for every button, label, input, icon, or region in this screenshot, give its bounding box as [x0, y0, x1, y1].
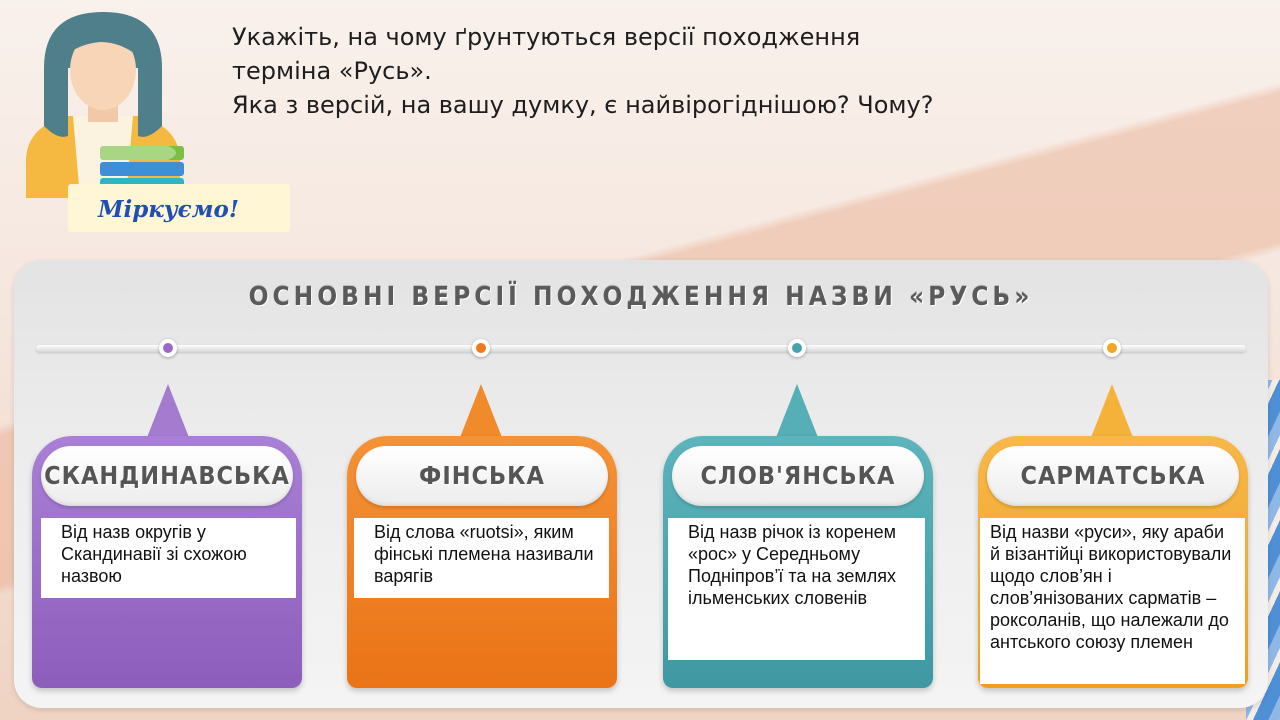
version-title-sarmatian: САРМАТСЬКА [1020, 461, 1206, 490]
pill-scandinavian [41, 446, 293, 506]
infographic-title: ОСНОВНІ ВЕРСІЇ ПОХОДЖЕННЯ НАЗВИ «РУСЬ» [248, 282, 1034, 312]
pill-sarmatian [987, 446, 1239, 506]
pill-slavic [672, 446, 924, 506]
version-text-scandinavian: Від назв округів у Скандинавії зі схожою… [41, 518, 296, 598]
question-line-1: Укажіть, на чому ґрунтуються версії похо… [232, 23, 861, 51]
version-text-sarmatian: Від назви «руси», яку араби й візантійці… [980, 518, 1245, 684]
question-text: Укажіть, на чому ґрунтуються версії похо… [232, 20, 1052, 122]
pill-finnish [356, 446, 608, 506]
version-title-slavic: СЛОВ'ЯНСЬКА [700, 461, 896, 490]
version-text-finnish: Від слова «ruotsi», яким фінські племена… [354, 518, 609, 598]
version-text-slavic: Від назв річок із коренем «рос» у Середн… [668, 518, 925, 660]
pointer-slavic [775, 384, 819, 440]
question-line-2: терміна «Русь». [232, 57, 432, 85]
badge-background [68, 184, 290, 232]
timeline-bar [36, 345, 1246, 352]
timeline-dot-sarmatian [1103, 339, 1121, 357]
version-title-scandinavian: СКАНДИНАВСЬКА [44, 461, 290, 490]
pointer-sarmatian [1090, 384, 1134, 440]
pointer-finnish [459, 384, 503, 440]
timeline-dot-scandinavian [159, 339, 177, 357]
student-avatar-icon [26, 12, 184, 198]
timeline-dot-slavic [788, 339, 806, 357]
question-line-3: Яка з версій, на вашу думку, є найвірогі… [232, 91, 934, 119]
timeline-dot-finnish [472, 339, 490, 357]
version-title-finnish: ФІНСЬКА [419, 461, 545, 490]
badge-label: Міркуємо! [98, 196, 239, 223]
pointer-scandinavian [146, 384, 190, 440]
